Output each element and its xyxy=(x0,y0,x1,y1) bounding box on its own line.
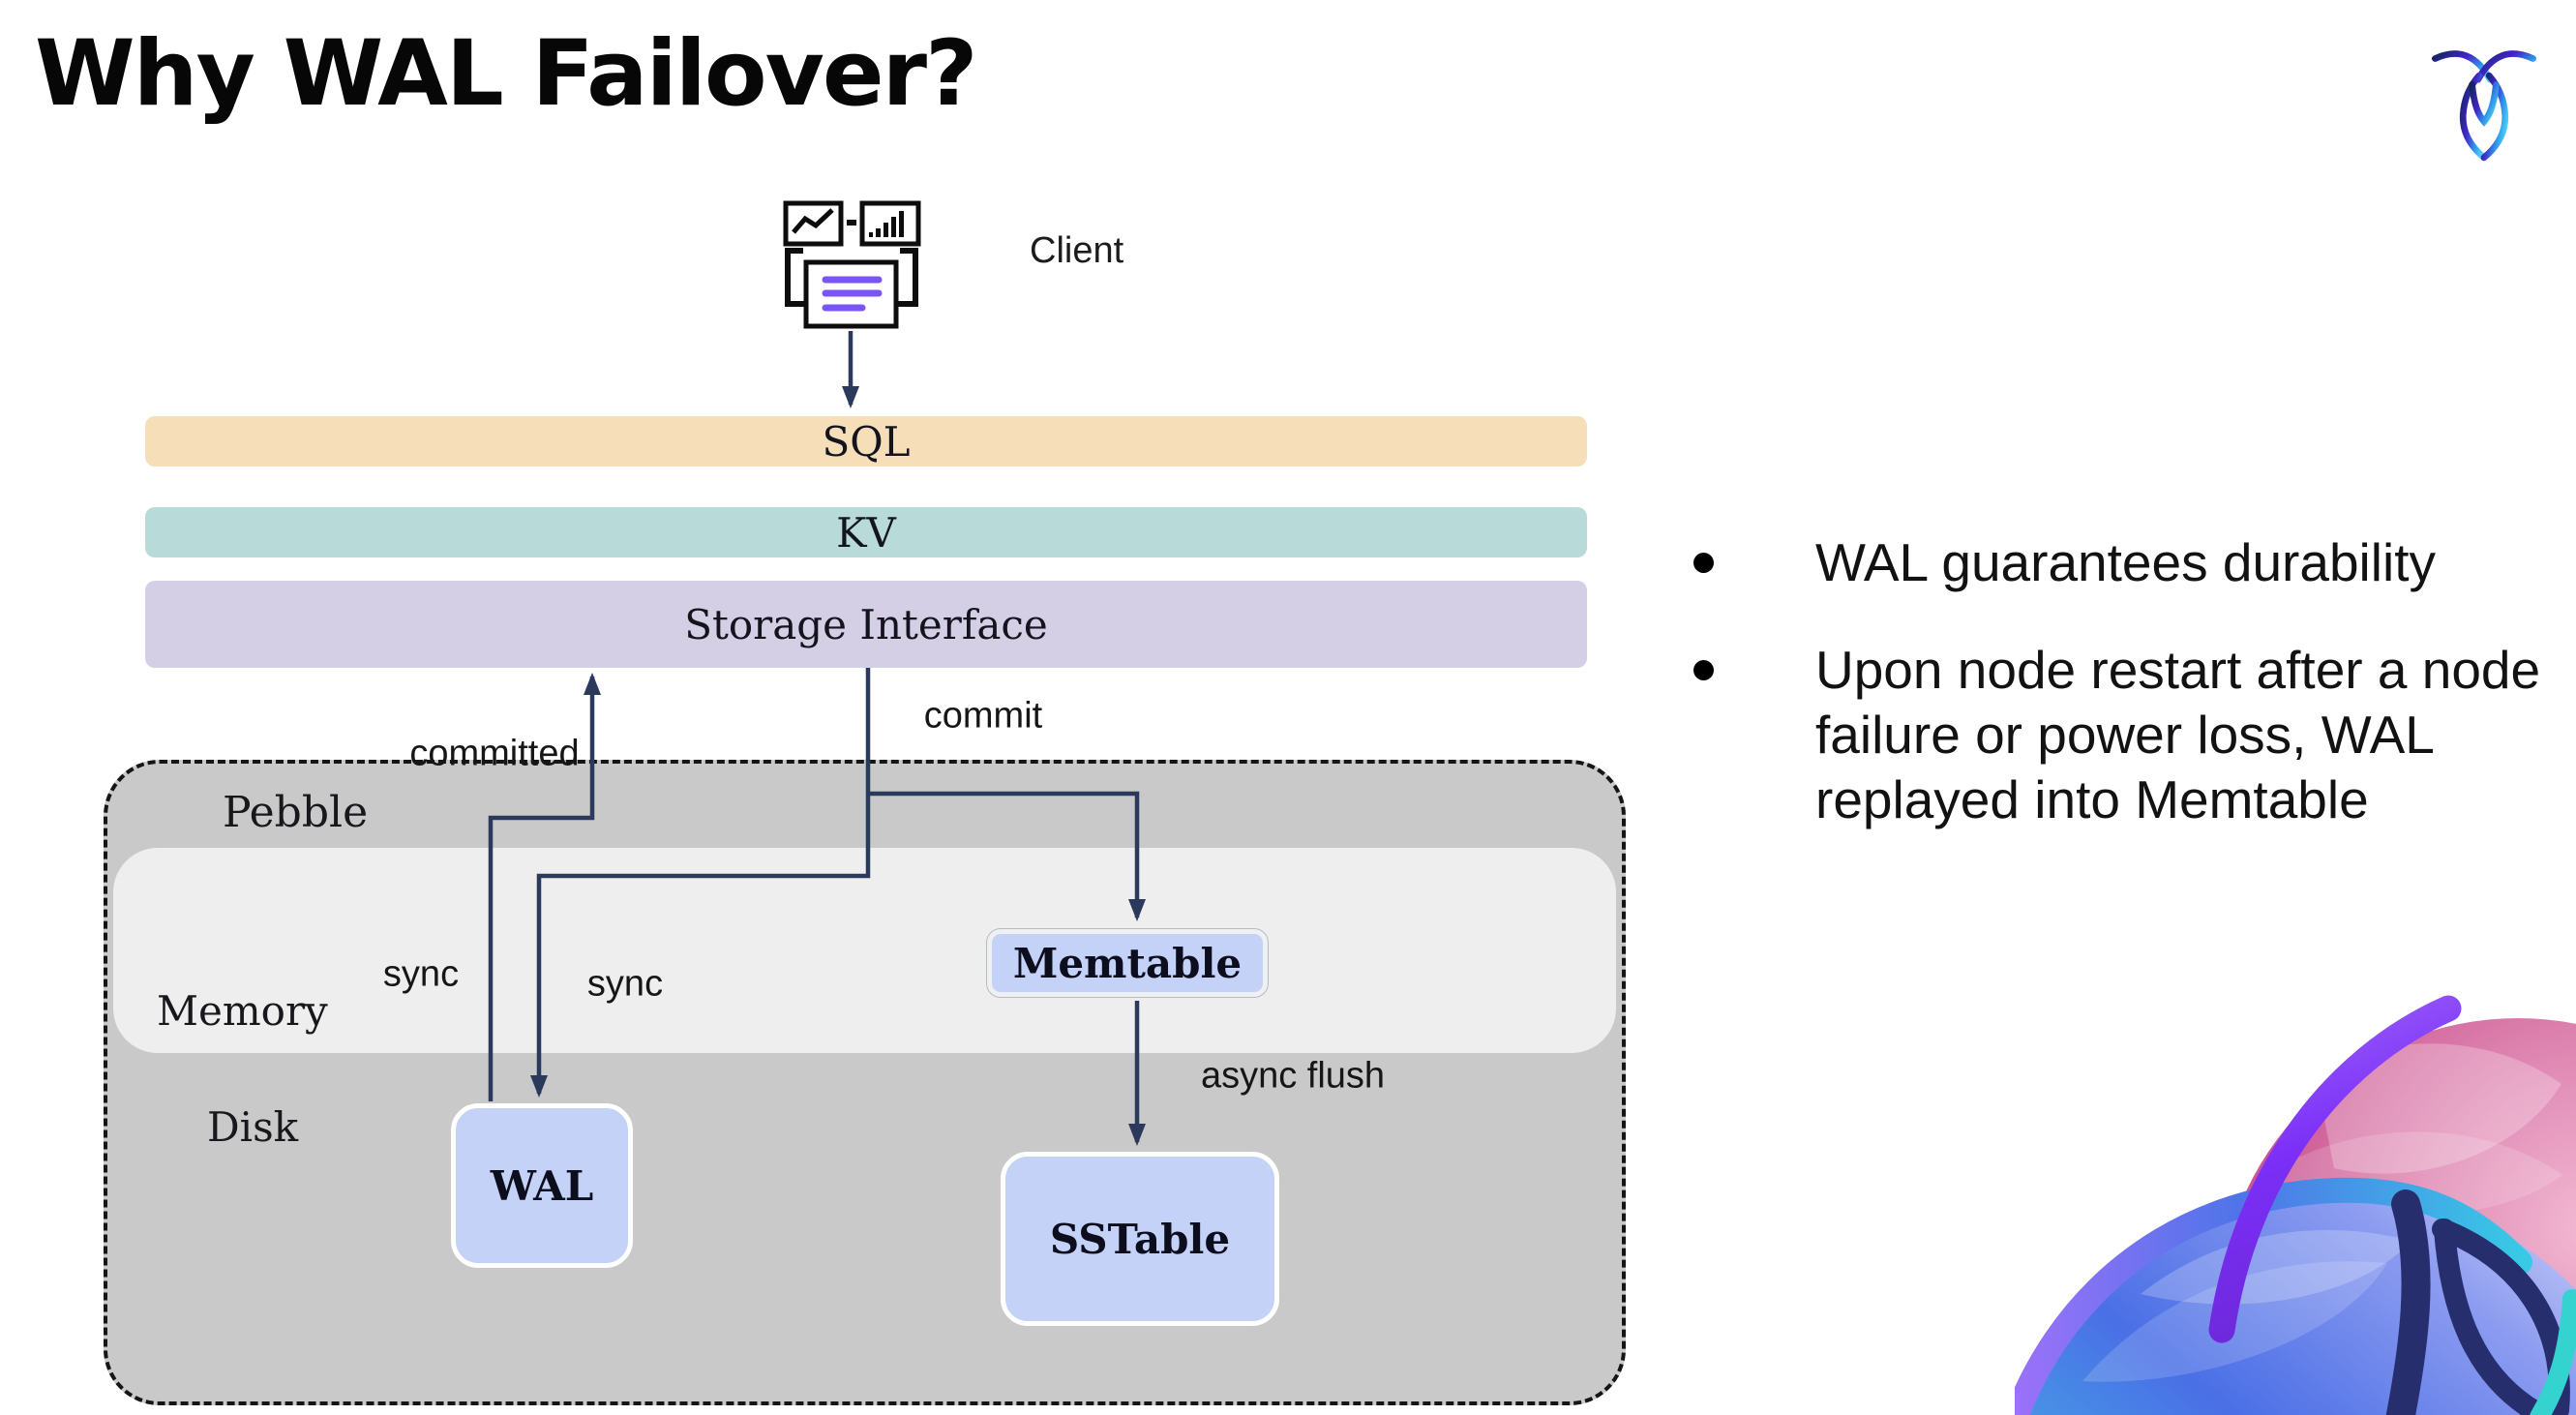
bullet-dot xyxy=(1693,660,1714,680)
cockroach-brand-art xyxy=(2015,970,2576,1415)
wal-label: WAL xyxy=(490,1161,594,1210)
layer-kv: KV xyxy=(145,507,1587,557)
sync-left-label: sync xyxy=(382,953,460,995)
client-devices-icon xyxy=(774,194,929,334)
layer-storage-interface: Storage Interface xyxy=(145,581,1587,668)
bullet-dot xyxy=(1693,553,1714,573)
async-flush-label: async flush xyxy=(1200,1055,1386,1097)
client-label: Client xyxy=(1030,230,1124,271)
layer-storage-label: Storage Interface xyxy=(684,600,1048,648)
page-title: Why WAL Failover? xyxy=(35,21,978,127)
disk-label: Disk xyxy=(207,1103,299,1151)
pebble-label: Pebble xyxy=(223,788,369,837)
layer-kv-label: KV xyxy=(836,508,896,557)
commit-label: commit xyxy=(923,695,1043,737)
memtable-node: Memtable xyxy=(987,929,1268,997)
memory-label: Memory xyxy=(157,987,328,1035)
memory-band xyxy=(113,848,1616,1053)
committed-label: committed xyxy=(409,733,580,774)
sstable-node: SSTable xyxy=(1001,1152,1279,1326)
wal-node: WAL xyxy=(451,1103,633,1268)
bullet-item: WAL guarantees durability xyxy=(1693,530,2574,595)
bullet-item: Upon node restart after a node failure o… xyxy=(1693,638,2574,832)
bullet-text: WAL guarantees durability xyxy=(1815,532,2436,592)
sstable-label: SSTable xyxy=(1049,1215,1231,1263)
memtable-label: Memtable xyxy=(1012,939,1243,987)
cockroachdb-logo-icon xyxy=(2431,43,2537,163)
bullet-list: WAL guarantees durability Upon node rest… xyxy=(1693,530,2574,875)
sync-right-label: sync xyxy=(586,963,664,1005)
layer-sql-label: SQL xyxy=(822,417,911,466)
bullet-text: Upon node restart after a node failure o… xyxy=(1815,640,2541,829)
layer-sql: SQL xyxy=(145,416,1587,467)
